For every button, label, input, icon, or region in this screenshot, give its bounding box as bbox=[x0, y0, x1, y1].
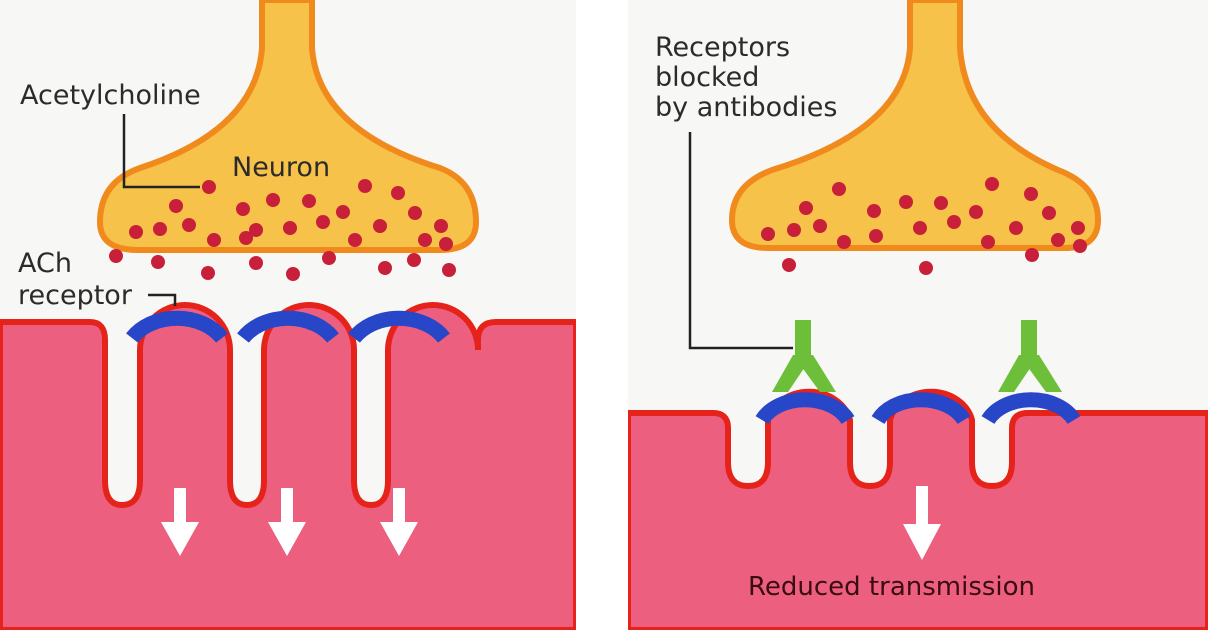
blocked-label-line1: Receptors bbox=[655, 32, 790, 63]
vesicle bbox=[1009, 221, 1023, 235]
vesicle bbox=[202, 180, 216, 194]
vesicle bbox=[348, 233, 362, 247]
blocked-transmission-panel: Receptors blocked by antibodies Reduced … bbox=[628, 0, 1208, 630]
released-acetylcholine bbox=[1025, 248, 1039, 262]
vesicle bbox=[1024, 187, 1038, 201]
transmission-arrow bbox=[380, 488, 418, 556]
vesicle bbox=[418, 233, 432, 247]
neuron-terminal bbox=[728, 0, 1102, 251]
acetylcholine-vesicles bbox=[109, 179, 456, 281]
blocked-label-line2: blocked bbox=[655, 62, 759, 93]
released-acetylcholine bbox=[378, 261, 392, 275]
vesicle bbox=[439, 237, 453, 251]
released-acetylcholine bbox=[151, 255, 165, 269]
released-acetylcholine bbox=[442, 263, 456, 277]
ach-receptor bbox=[871, 392, 971, 425]
vesicle bbox=[391, 186, 405, 200]
vesicle bbox=[358, 179, 372, 193]
vesicle bbox=[129, 225, 143, 239]
vesicle bbox=[813, 219, 827, 233]
normal-transmission-diagram: Acetylcholine Neuron ACh receptor bbox=[0, 0, 576, 630]
vesicle bbox=[434, 219, 448, 233]
ach-receptor bbox=[981, 392, 1081, 425]
vesicle bbox=[867, 204, 881, 218]
blocked-receptors-leader-line bbox=[688, 132, 793, 350]
vesicle bbox=[239, 231, 253, 245]
vesicle bbox=[373, 219, 387, 233]
vesicle bbox=[266, 193, 280, 207]
blocked-label-line3: by antibodies bbox=[655, 92, 837, 123]
released-acetylcholine bbox=[322, 251, 336, 265]
vesicle bbox=[316, 215, 330, 229]
vesicle bbox=[182, 218, 196, 232]
vesicle bbox=[837, 235, 851, 249]
vesicle bbox=[153, 222, 167, 236]
released-acetylcholine bbox=[919, 261, 933, 275]
blocked-transmission-diagram: Receptors blocked by antibodies Reduced … bbox=[628, 0, 1208, 630]
ach-receptor bbox=[755, 392, 855, 425]
reduced-transmission-label: Reduced transmission bbox=[748, 572, 1035, 602]
reduced-transmission-arrow bbox=[903, 486, 941, 560]
vesicle bbox=[408, 206, 422, 220]
vesicle bbox=[1051, 233, 1065, 247]
ach-receptor bbox=[348, 310, 450, 343]
vesicle bbox=[869, 229, 883, 243]
released-acetylcholine bbox=[782, 258, 796, 272]
vesicle bbox=[934, 196, 948, 210]
vesicle bbox=[832, 182, 846, 196]
normal-transmission-panel: Acetylcholine Neuron ACh receptor bbox=[0, 0, 576, 630]
vesicle bbox=[249, 223, 263, 237]
vesicle bbox=[899, 195, 913, 209]
vesicle bbox=[1071, 221, 1085, 235]
vesicle bbox=[787, 223, 801, 237]
ach-receptor-label-line1: ACh bbox=[18, 248, 72, 279]
released-acetylcholine bbox=[201, 266, 215, 280]
vesicle bbox=[302, 194, 316, 208]
ach-receptor bbox=[126, 310, 228, 343]
vesicle bbox=[336, 205, 350, 219]
vesicle bbox=[207, 233, 221, 247]
vesicle bbox=[1073, 239, 1087, 253]
ach-receptor bbox=[237, 310, 339, 343]
vesicle bbox=[799, 201, 813, 215]
vesicle bbox=[985, 177, 999, 191]
transmission-arrow bbox=[161, 488, 199, 556]
ach-receptor-label-line2: receptor bbox=[18, 280, 133, 311]
vesicle bbox=[1042, 206, 1056, 220]
muscle-membrane bbox=[0, 302, 576, 630]
acetylcholine-leader-line bbox=[122, 114, 200, 189]
neuron-label: Neuron bbox=[232, 152, 330, 183]
acetylcholine-vesicles bbox=[761, 177, 1087, 275]
transmission-arrow bbox=[268, 488, 306, 556]
vesicle bbox=[169, 199, 183, 213]
released-acetylcholine bbox=[109, 249, 123, 263]
acetylcholine-label: Acetylcholine bbox=[20, 80, 201, 111]
released-acetylcholine bbox=[249, 256, 263, 270]
vesicle bbox=[947, 215, 961, 229]
vesicle bbox=[236, 202, 250, 216]
vesicle bbox=[913, 221, 927, 235]
vesicle bbox=[761, 227, 775, 241]
vesicle bbox=[981, 235, 995, 249]
antibody bbox=[772, 320, 836, 392]
released-acetylcholine bbox=[407, 253, 421, 267]
receptor-leader-line bbox=[148, 293, 177, 306]
vesicle bbox=[969, 205, 983, 219]
antibody bbox=[998, 320, 1062, 392]
released-acetylcholine bbox=[286, 267, 300, 281]
vesicle bbox=[283, 221, 297, 235]
